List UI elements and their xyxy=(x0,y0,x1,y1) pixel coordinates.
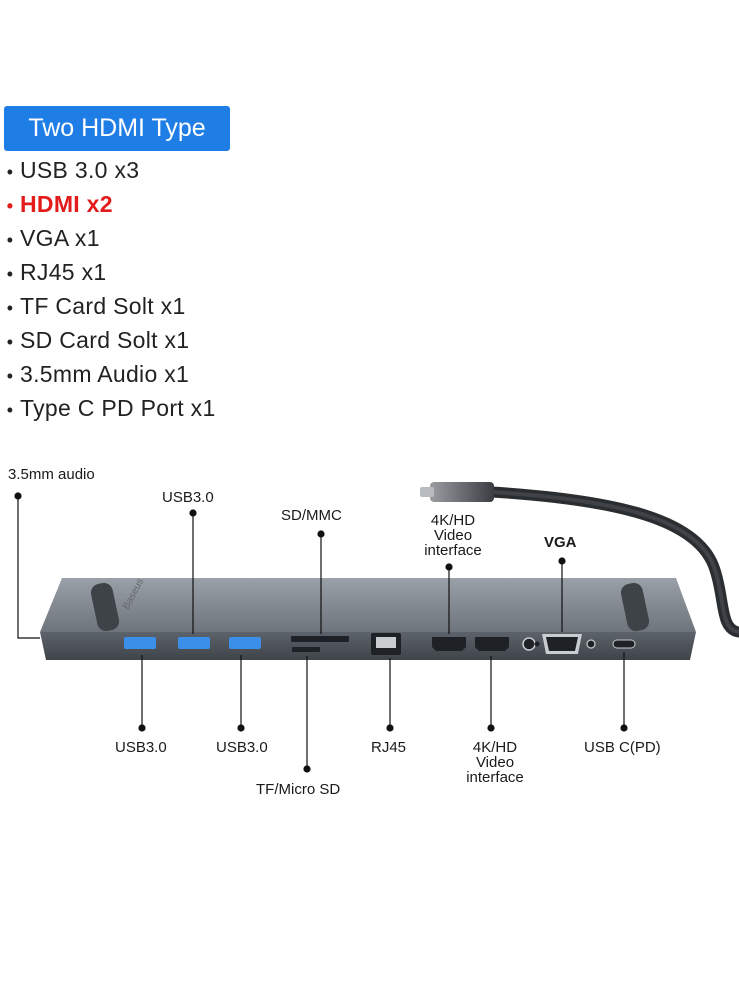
product-type-badge: Two HDMI Type xyxy=(4,106,230,151)
label-hdmi-top: 4K/HD Video interface xyxy=(420,513,486,558)
bullet-icon: • xyxy=(6,298,14,318)
feature-item: • TF Card Solt x1 xyxy=(0,289,216,323)
feature-text: RJ45 x1 xyxy=(20,259,107,285)
bullet-icon: • xyxy=(6,162,14,182)
label-line: 4K/HD xyxy=(430,512,476,529)
label-usb-c-pd: USB C(PD) xyxy=(584,739,661,756)
feature-list: • USB 3.0 x3 • HDMI x2 • VGA x1 • RJ45 x1 • T… xyxy=(0,153,216,425)
feature-item: • VGA x1 xyxy=(0,221,216,255)
label-line: Video xyxy=(475,754,515,771)
usb-c-cable xyxy=(420,482,739,638)
label-usb3-top: USB3.0 xyxy=(162,489,214,506)
audio-jack xyxy=(522,637,536,651)
feature-text: Type C PD Port x1 xyxy=(20,395,216,421)
label-sd-mmc: SD/MMC xyxy=(281,507,342,524)
feature-text: VGA x1 xyxy=(20,225,100,251)
label-line: interface xyxy=(424,542,482,559)
bullet-icon: • xyxy=(6,332,14,352)
rj45-contacts xyxy=(376,637,396,648)
label-line: interface xyxy=(466,769,524,786)
bullet-icon: • xyxy=(6,196,14,216)
hdmi-port xyxy=(475,637,509,651)
feature-text: 3.5mm Audio x1 xyxy=(20,361,190,387)
rubber-foot xyxy=(90,582,120,632)
label-usb3-bottom-2: USB3.0 xyxy=(216,739,268,756)
label-usb3-bottom-1: USB3.0 xyxy=(115,739,167,756)
tf-slot xyxy=(292,647,320,652)
usb3-port xyxy=(229,637,261,649)
rubber-foot xyxy=(620,582,650,632)
feature-item: • SD Card Solt x1 xyxy=(0,323,216,357)
usb3-port xyxy=(178,637,210,649)
label-tf-micro-sd: TF/Micro SD xyxy=(256,781,341,798)
feature-text: SD Card Solt x1 xyxy=(20,327,190,353)
usb-c-plug-icon xyxy=(420,487,434,497)
feature-item-highlight: • HDMI x2 xyxy=(0,187,216,221)
feature-text: USB 3.0 x3 xyxy=(20,157,140,183)
front-ports xyxy=(124,633,636,655)
sd-slot xyxy=(291,636,349,642)
bullet-icon: • xyxy=(6,230,14,250)
usb-c-port xyxy=(612,639,636,649)
label-line: Video xyxy=(433,527,473,544)
feature-item: • USB 3.0 x3 xyxy=(0,153,216,187)
bullet-icon: • xyxy=(6,366,14,386)
feature-item: • RJ45 x1 xyxy=(0,255,216,289)
cable-connector-housing xyxy=(430,482,494,502)
usb3-port xyxy=(124,637,156,649)
feature-item: • 3.5mm Audio x1 xyxy=(0,357,216,391)
feature-item: • Type C PD Port x1 xyxy=(0,391,216,425)
label-rj45: RJ45 xyxy=(371,739,407,756)
feature-text: TF Card Solt x1 xyxy=(20,293,186,319)
label-hdmi-bottom: 4K/HD Video interface xyxy=(459,740,531,785)
label-line: 4K/HD xyxy=(472,739,518,756)
bullet-icon: • xyxy=(6,400,14,420)
hdmi-port xyxy=(432,637,466,651)
label-3-5mm-audio: 3.5mm audio xyxy=(8,466,95,483)
callout-lines xyxy=(14,492,628,773)
bullet-icon: • xyxy=(6,264,14,284)
feature-text: HDMI x2 xyxy=(20,191,113,217)
label-vga: VGA xyxy=(544,534,577,551)
